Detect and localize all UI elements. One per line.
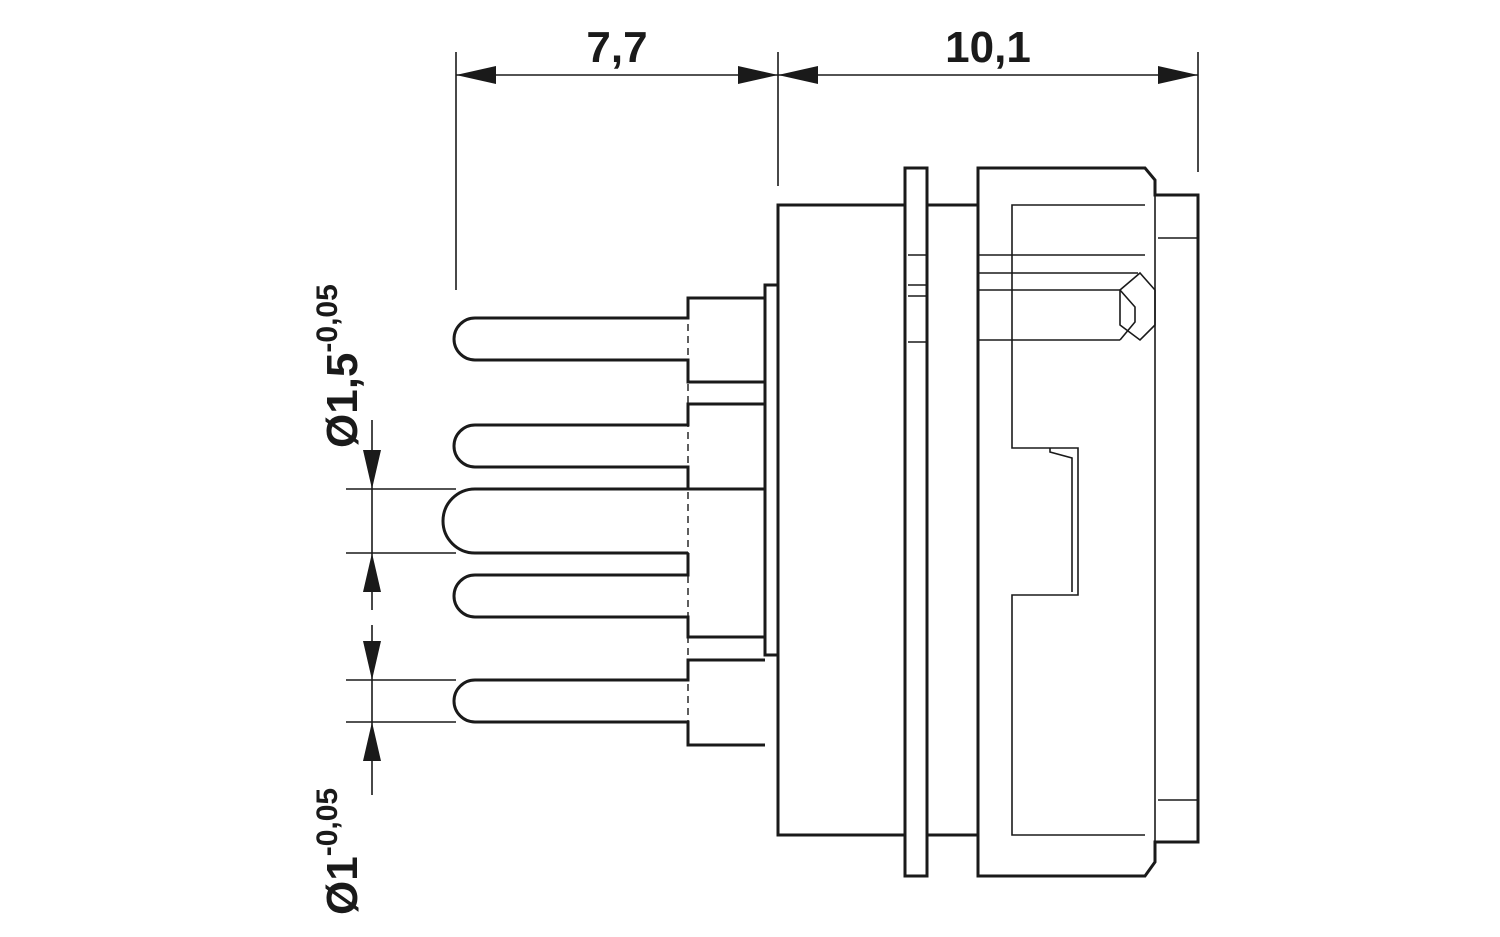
arrow-head — [456, 66, 496, 84]
diameter-1-tolerance: -0,05 — [311, 788, 344, 856]
arrow-head — [363, 553, 381, 592]
flange — [903, 166, 929, 878]
arrow-head — [1158, 66, 1198, 84]
left-dimension-group: Ø1,5-0,05 Ø1-0,05 — [311, 284, 456, 915]
arrow-head — [738, 66, 778, 84]
pin-2 — [452, 402, 765, 491]
pin-4 — [452, 553, 765, 639]
dimension-label-diameter-1: Ø1-0,05 — [311, 788, 367, 915]
connector-body — [763, 166, 1200, 878]
hex-detail — [1119, 271, 1156, 342]
diameter-1-5-base: Ø1,5 — [318, 353, 367, 448]
hex-detail-inner — [1119, 289, 1136, 341]
diameter-1-5-tolerance: -0,05 — [311, 284, 344, 352]
inner-profile — [1011, 204, 1145, 836]
dimension-label-10-1: 10,1 — [945, 23, 1031, 72]
diameter-1-base: Ø1 — [318, 856, 367, 915]
arrow-head — [778, 66, 818, 84]
top-dimension-group: 7,7 10,1 — [455, 23, 1199, 290]
inner-key — [1049, 448, 1073, 592]
pin-3 — [441, 487, 688, 555]
pin-1 — [452, 296, 765, 384]
arrow-head — [363, 722, 381, 761]
housing-collar — [763, 283, 780, 657]
pins — [441, 296, 765, 747]
dimension-label-diameter-1-5: Ø1,5-0,05 — [311, 284, 367, 448]
rear-housing — [776, 203, 907, 837]
pin-5 — [452, 658, 765, 747]
arrow-head — [363, 641, 381, 680]
arrow-head — [363, 450, 381, 489]
front-nut — [976, 166, 1200, 878]
dimension-label-7-7: 7,7 — [586, 23, 647, 72]
